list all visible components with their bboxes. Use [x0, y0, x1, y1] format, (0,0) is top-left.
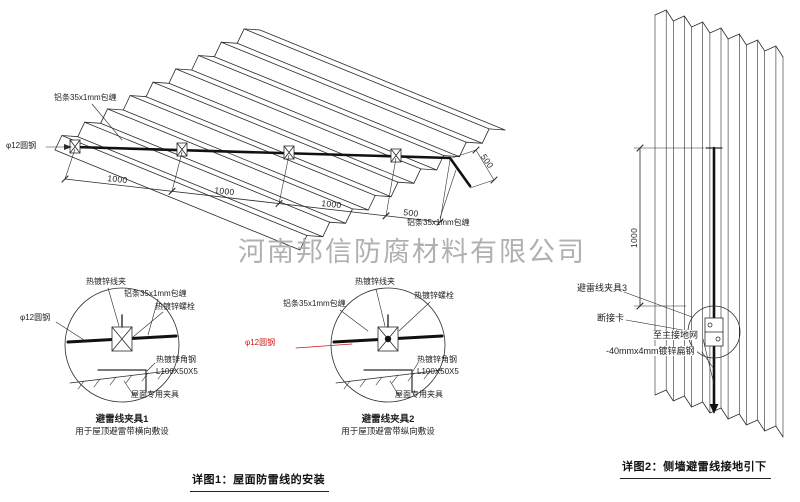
- d2-rod-label: φ12圆钢: [245, 338, 276, 347]
- detail2-linework: [295, 287, 446, 403]
- wall-flat-steel-label: -40mmx4mm镀锌扁钢: [604, 346, 697, 357]
- d1-fixture-label: 屋面专用夹具: [131, 390, 179, 399]
- roof-rod-label: φ12圆钢: [6, 141, 37, 150]
- wall-dimension: [633, 144, 705, 310]
- d1-subtitle: 用于屋顶避雷带横向敷设: [75, 426, 169, 436]
- d2-title: 避雷线夹具2: [361, 414, 415, 425]
- d1-bolt-label: 热镀锌螺栓: [155, 302, 195, 311]
- d1-rod-label: φ12圆钢: [20, 313, 51, 322]
- roof-strip-bottom-label: 铝条35x1mm包缠: [407, 218, 470, 227]
- roof-panel-linework: [54, 28, 506, 251]
- detail1-linework: [55, 287, 180, 403]
- d2-clamp-label: 热镀锌线夹: [355, 277, 395, 286]
- wall-linework: [654, 9, 784, 438]
- roof-dim-1000-3: 1000: [320, 198, 342, 211]
- roof-dim-1000-2: 1000: [213, 185, 235, 198]
- roof-dimension-chain: [61, 148, 451, 226]
- wall-ground-label: 至主接地网: [651, 330, 701, 341]
- d1-title: 避雷线夹具1: [95, 414, 149, 425]
- roof-drop-dimension: [451, 146, 498, 189]
- wire-clamps: [69, 139, 402, 163]
- watermark: 河南邦信防腐材料有限公司: [238, 237, 586, 267]
- wall-clamp3-label: 避雷线夹具3: [577, 283, 628, 293]
- wall-dim-1000: 1000: [629, 227, 639, 248]
- d2-strip-label: 铝条35x1mm包缠: [283, 299, 346, 308]
- wall-conductor: [705, 146, 723, 414]
- roof-dim-1000-1: 1000: [106, 173, 128, 186]
- wall-leader-lines: [623, 291, 715, 385]
- d1-strip-label: 铝条35x1mm包缠: [124, 289, 187, 298]
- d2-angle-label: 热镀锌角钢: [417, 355, 457, 364]
- caption-detail2: 详图2：侧墙避雷线接地引下: [620, 458, 771, 479]
- roof-leader-lines: [45, 103, 457, 219]
- d2-fixture-label: 屋面专用夹具: [395, 390, 443, 399]
- d2-angle-size-label: L100X50X5: [417, 367, 459, 376]
- d1-clamp-label: 热镀锌线夹: [86, 277, 126, 286]
- wall-disconnect-label: 断接卡: [597, 313, 625, 323]
- lightning-wire: [73, 145, 472, 188]
- d2-subtitle: 用于屋顶避雷带纵向敷设: [341, 426, 435, 436]
- d1-angle-size-label: L100X50X5: [156, 367, 198, 376]
- d1-angle-label: 热镀锌角钢: [156, 355, 196, 364]
- roof-dim-500: 500: [402, 207, 419, 219]
- roof-strip-top-label: 铝条35x1mm包缠: [54, 93, 117, 102]
- caption-detail1: 详图1：屋面防雷线的安装: [190, 471, 330, 492]
- d2-bolt-label: 热镀锌螺栓: [414, 291, 454, 300]
